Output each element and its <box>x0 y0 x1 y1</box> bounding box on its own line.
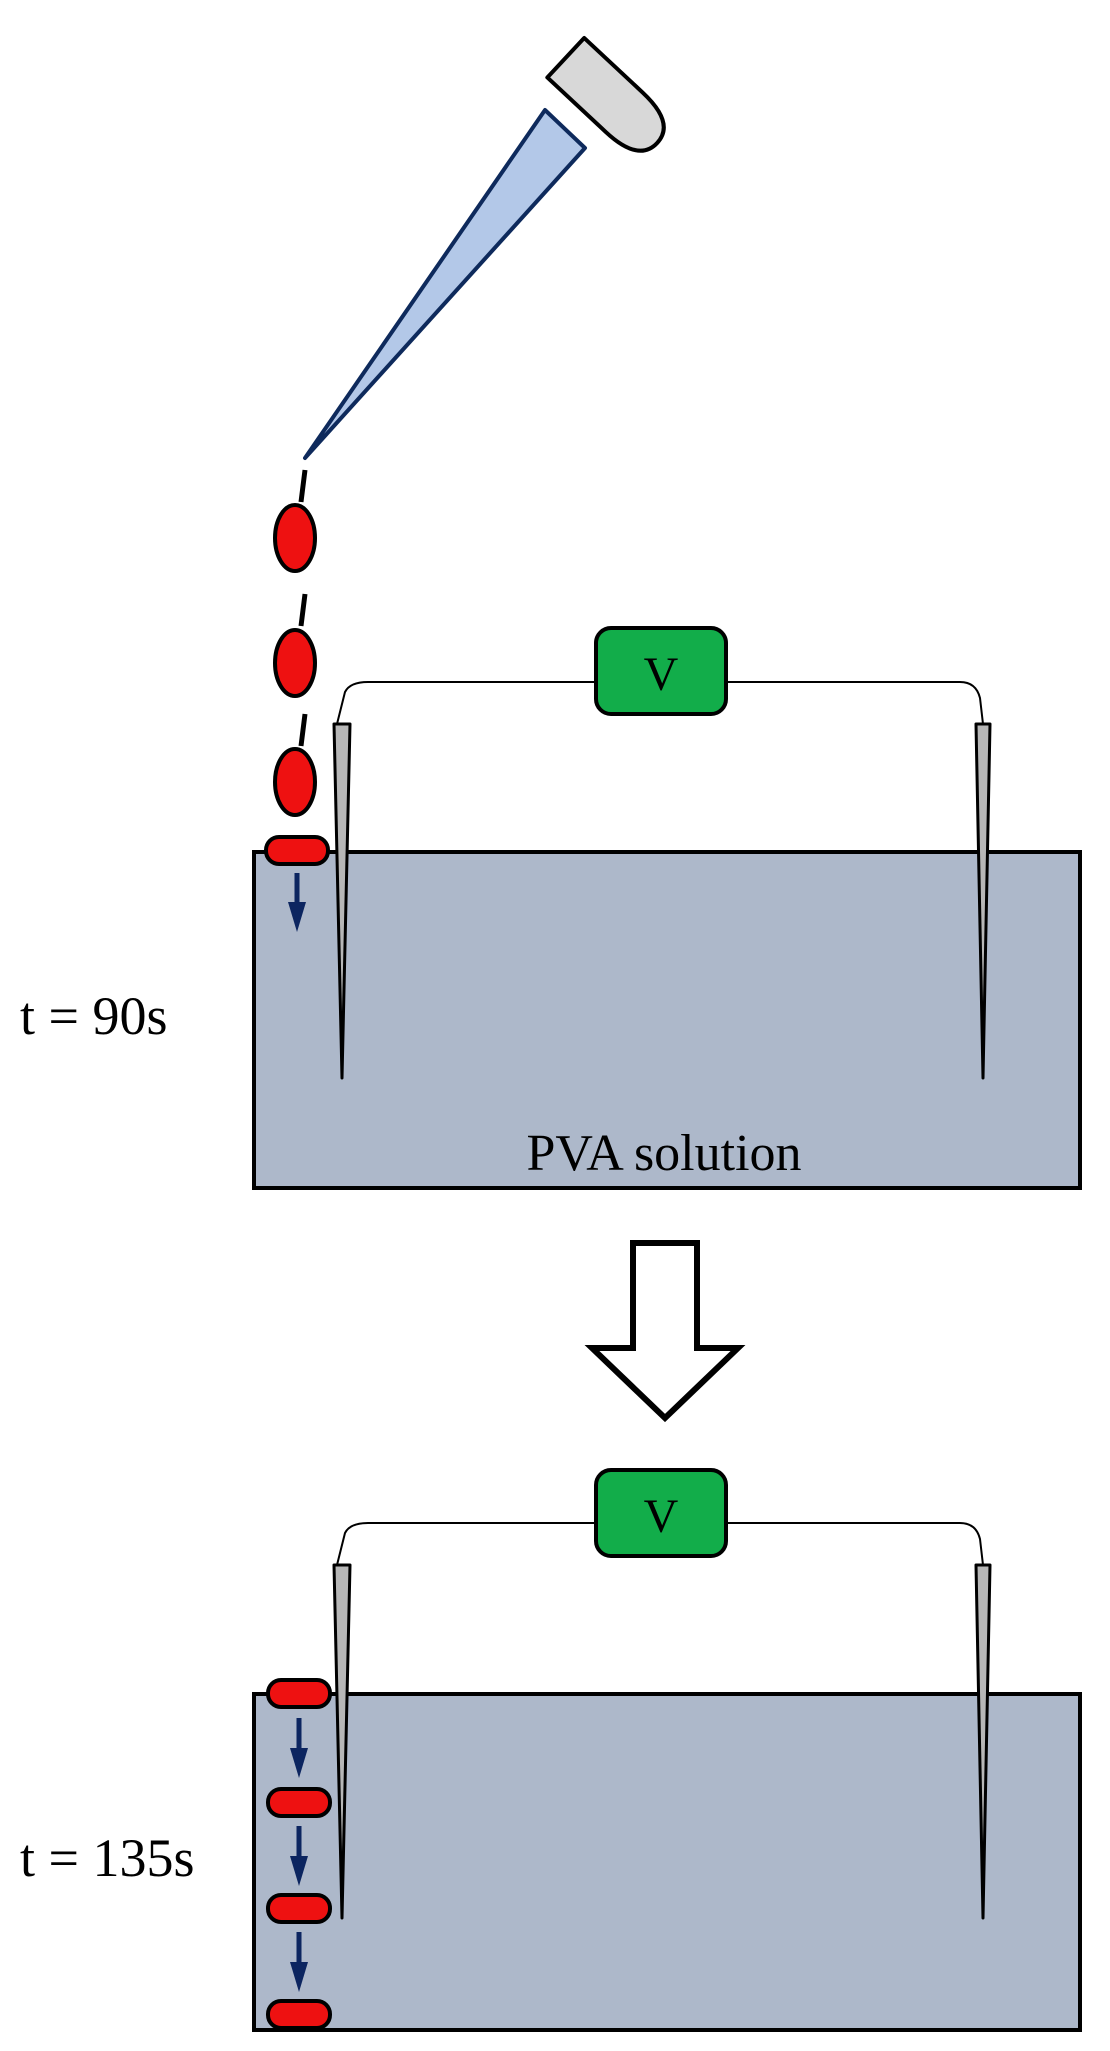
sinking-droplets <box>266 1678 332 2030</box>
sinking-arrow <box>290 1932 308 1992</box>
panel-top: V PVA solution t = 90s <box>20 626 1082 1190</box>
droplet <box>273 713 317 817</box>
flat-droplet <box>266 1787 332 1818</box>
droplet <box>273 469 317 573</box>
droplet <box>273 593 317 698</box>
voltmeter: V <box>594 626 728 716</box>
pipette-bulb <box>545 35 666 153</box>
solution-label: PVA solution <box>526 1125 801 1182</box>
flat-droplet <box>266 1678 332 1709</box>
electrode-right <box>974 1563 992 1920</box>
voltmeter: V <box>594 1468 728 1558</box>
electrode-left <box>332 722 352 1080</box>
pipette-icon <box>303 35 666 460</box>
pva-bath <box>252 850 1082 1190</box>
down-arrow-icon <box>584 1240 746 1423</box>
time-label: t = 135s <box>20 1828 194 1888</box>
pva-bath <box>252 1692 1082 2032</box>
flat-droplet <box>266 1999 332 2030</box>
flat-droplet <box>266 1893 332 1924</box>
sinking-arrow <box>290 1718 308 1778</box>
electrode-right <box>974 722 992 1080</box>
flat-droplet <box>264 835 330 866</box>
voltmeter-label: V <box>644 1490 679 1543</box>
electrode-left <box>332 1563 352 1920</box>
time-label: t = 90s <box>20 986 167 1046</box>
sinking-arrow <box>288 873 306 932</box>
panel-bottom: V t = 135s <box>20 1468 1082 2032</box>
voltmeter-label: V <box>644 648 679 701</box>
pipette-tip <box>303 108 587 460</box>
falling-droplets <box>273 469 317 817</box>
sinking-arrow <box>290 1826 308 1886</box>
